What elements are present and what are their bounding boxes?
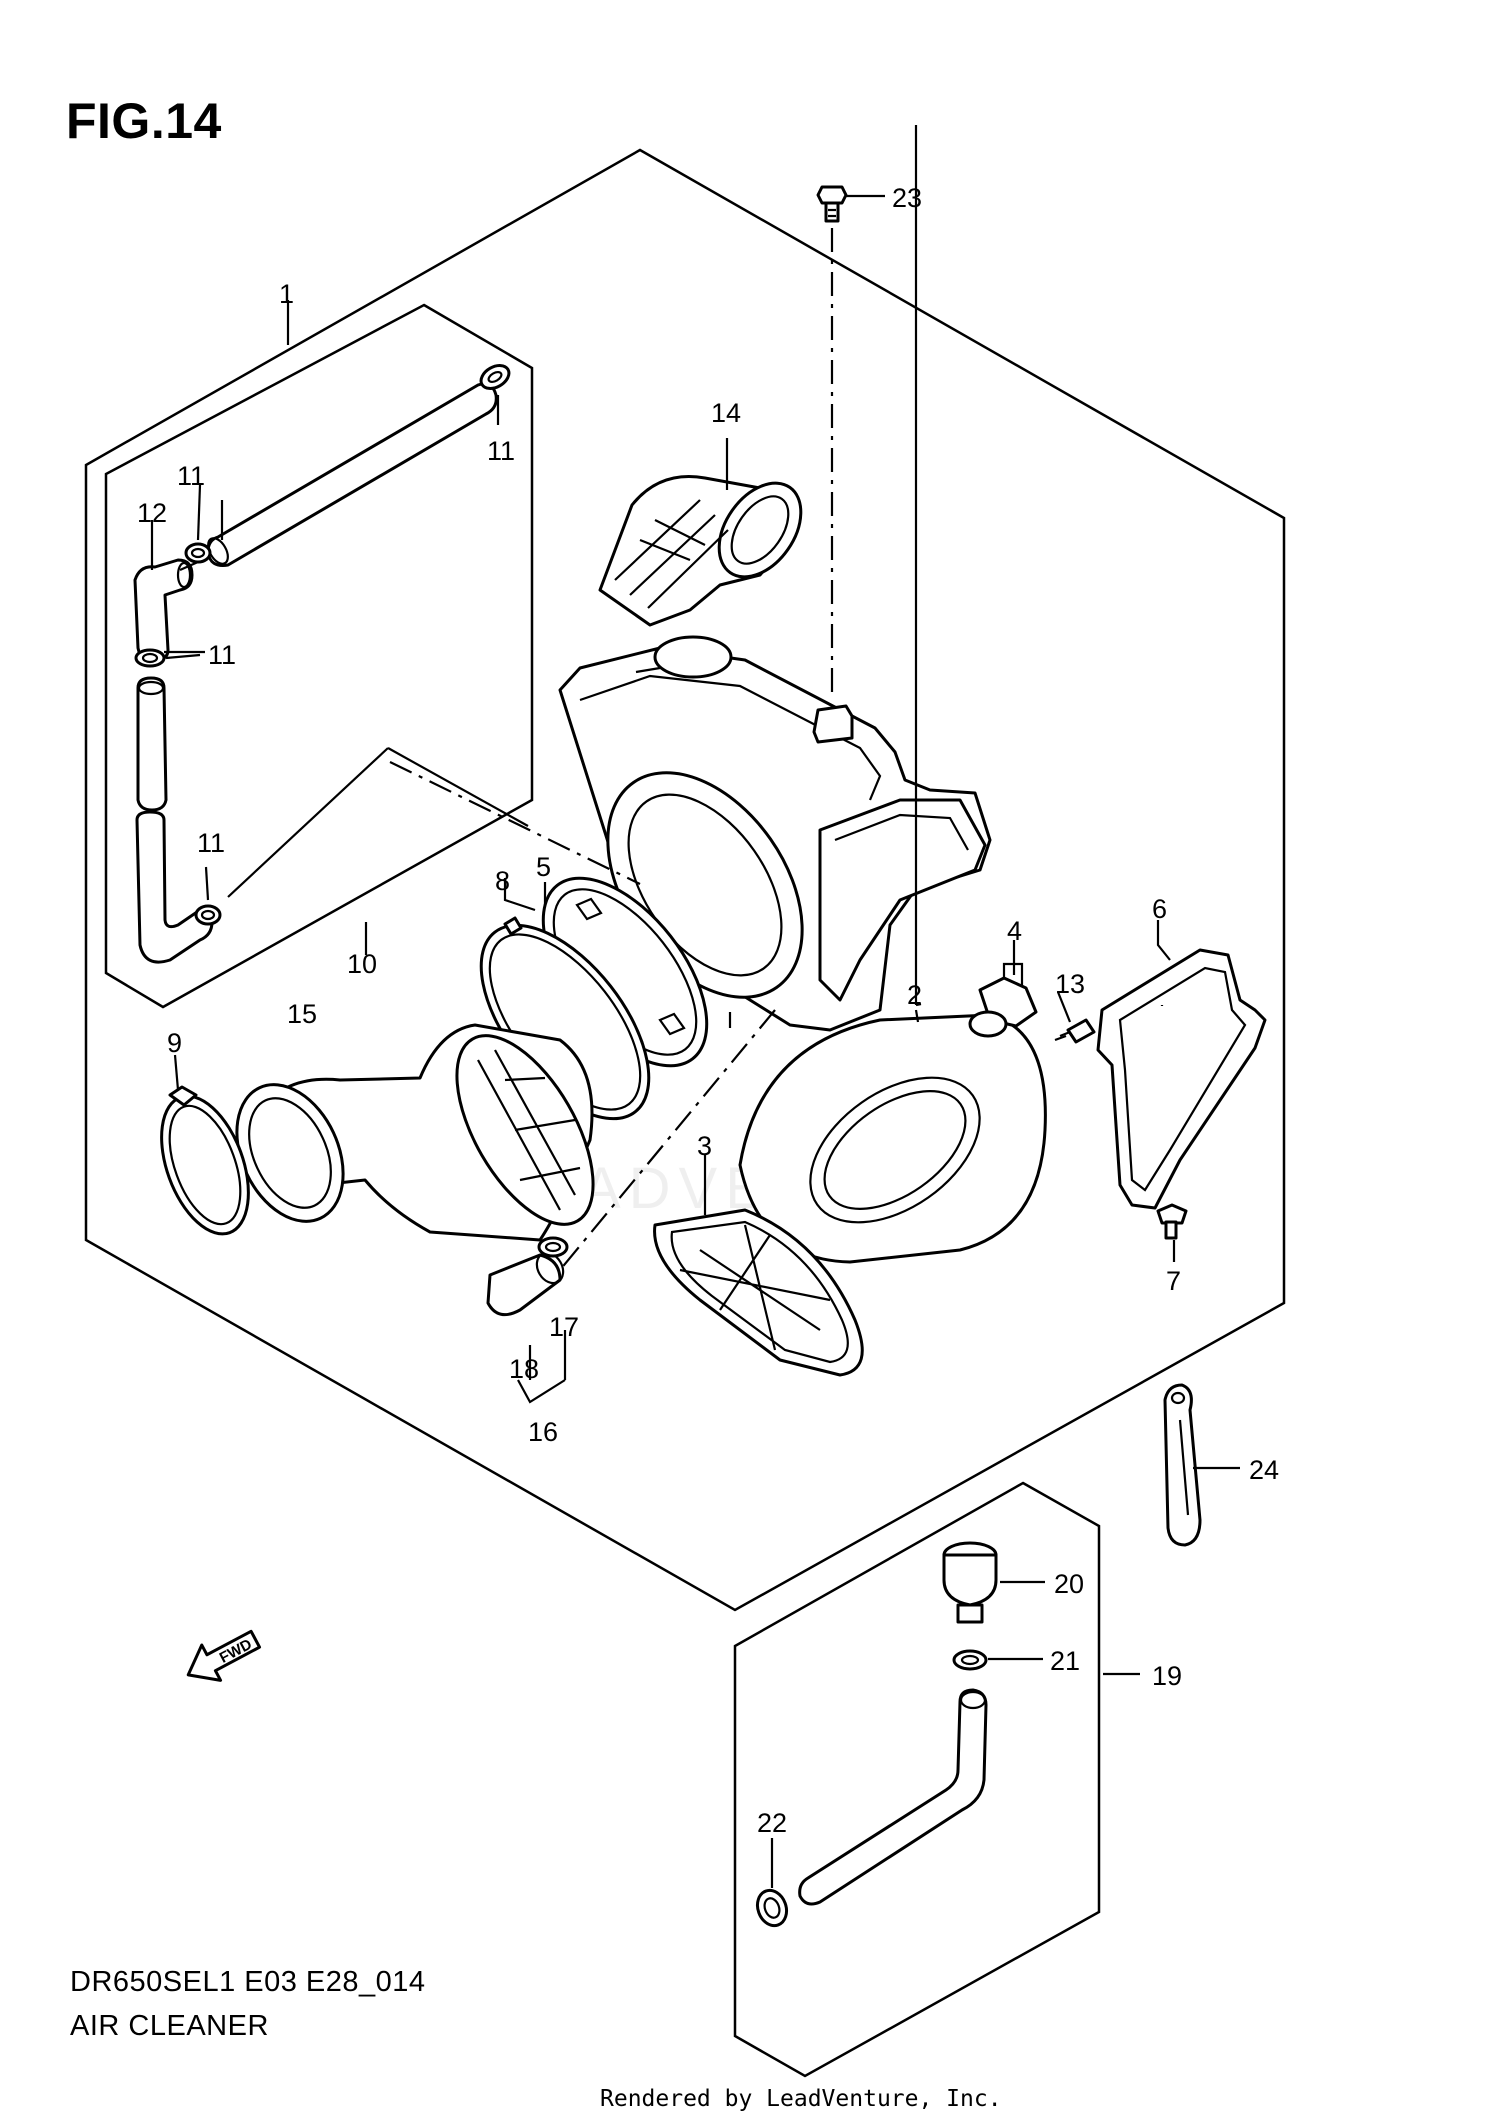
strap-24 [1163, 1383, 1202, 1547]
callout-23: 23 [892, 183, 922, 213]
rendered-by-credit: Rendered by LeadVenture, Inc. [600, 2086, 1002, 2112]
part-name: AIR CLEANER [70, 2010, 269, 2042]
drain-assembly-frame [733, 1481, 1101, 2078]
clip-22 [755, 1888, 789, 1928]
callout-16: 16 [528, 1417, 558, 1447]
clip-11-lower [134, 648, 166, 668]
air-cleaner-box [558, 635, 992, 1032]
main-assembly-frame [84, 148, 1286, 1612]
callout-21: 21 [1050, 1646, 1080, 1676]
callout-17: 17 [549, 1312, 579, 1342]
callout-18: 18 [509, 1354, 539, 1384]
figure-title: FIG.14 [66, 93, 222, 149]
forward-direction-arrow: FWD [186, 1629, 262, 1682]
clip-17 [537, 1236, 569, 1258]
callout-12: 12 [137, 498, 167, 528]
callout-11-a: 11 [487, 436, 515, 466]
callout-24: 24 [1249, 1455, 1279, 1485]
filter-element-2 [738, 1013, 1047, 1264]
callout-1: 1 [279, 279, 294, 309]
callout-20: 20 [1054, 1569, 1084, 1599]
cover-6 [1096, 948, 1267, 1210]
drain-hose-19 [798, 1688, 988, 1906]
callout-6: 6 [1152, 894, 1167, 924]
intake-duct-14 [598, 475, 803, 627]
callout-2: 2 [907, 980, 922, 1010]
clip-21 [952, 1649, 988, 1671]
clip-11-bottom [194, 904, 222, 926]
screw-13 [1054, 1018, 1096, 1044]
hose-upper [206, 382, 498, 567]
callout-13: 13 [1055, 969, 1085, 999]
hose-assembly-frame [104, 303, 534, 1009]
callout-11-c: 11 [208, 640, 236, 670]
screw-7 [1156, 1203, 1188, 1240]
callout-22: 22 [757, 1808, 787, 1838]
callout-15: 15 [287, 999, 317, 1029]
fitting-4 [968, 962, 1038, 1038]
callout-5: 5 [536, 852, 551, 882]
leader-lines [150, 125, 1240, 1888]
callout-3: 3 [697, 1131, 712, 1161]
callout-11-d: 11 [197, 828, 225, 858]
filter-cage-3 [653, 1208, 864, 1377]
plug-20 [942, 1541, 998, 1624]
inlet-tube-15 [235, 1023, 595, 1242]
callout-19: 19 [1152, 1661, 1182, 1691]
model-code: DR650SEL1 E03 E28_014 [70, 1966, 426, 1998]
hose-straight [136, 676, 168, 812]
clip-11-mid [184, 542, 212, 564]
callout-10: 10 [347, 949, 377, 979]
callout-7: 7 [1166, 1266, 1181, 1296]
clamp-9 [160, 1085, 250, 1236]
callout-9: 9 [167, 1028, 182, 1058]
callout-8: 8 [495, 866, 510, 896]
drain-plug-18 [486, 1251, 565, 1317]
elbow-joint-12 [133, 558, 194, 662]
clip-11-top [479, 364, 511, 390]
callout-11-b: 11 [177, 461, 205, 491]
callout-14: 14 [711, 398, 741, 428]
bolt-23 [816, 185, 848, 223]
callout-4: 4 [1007, 916, 1022, 946]
